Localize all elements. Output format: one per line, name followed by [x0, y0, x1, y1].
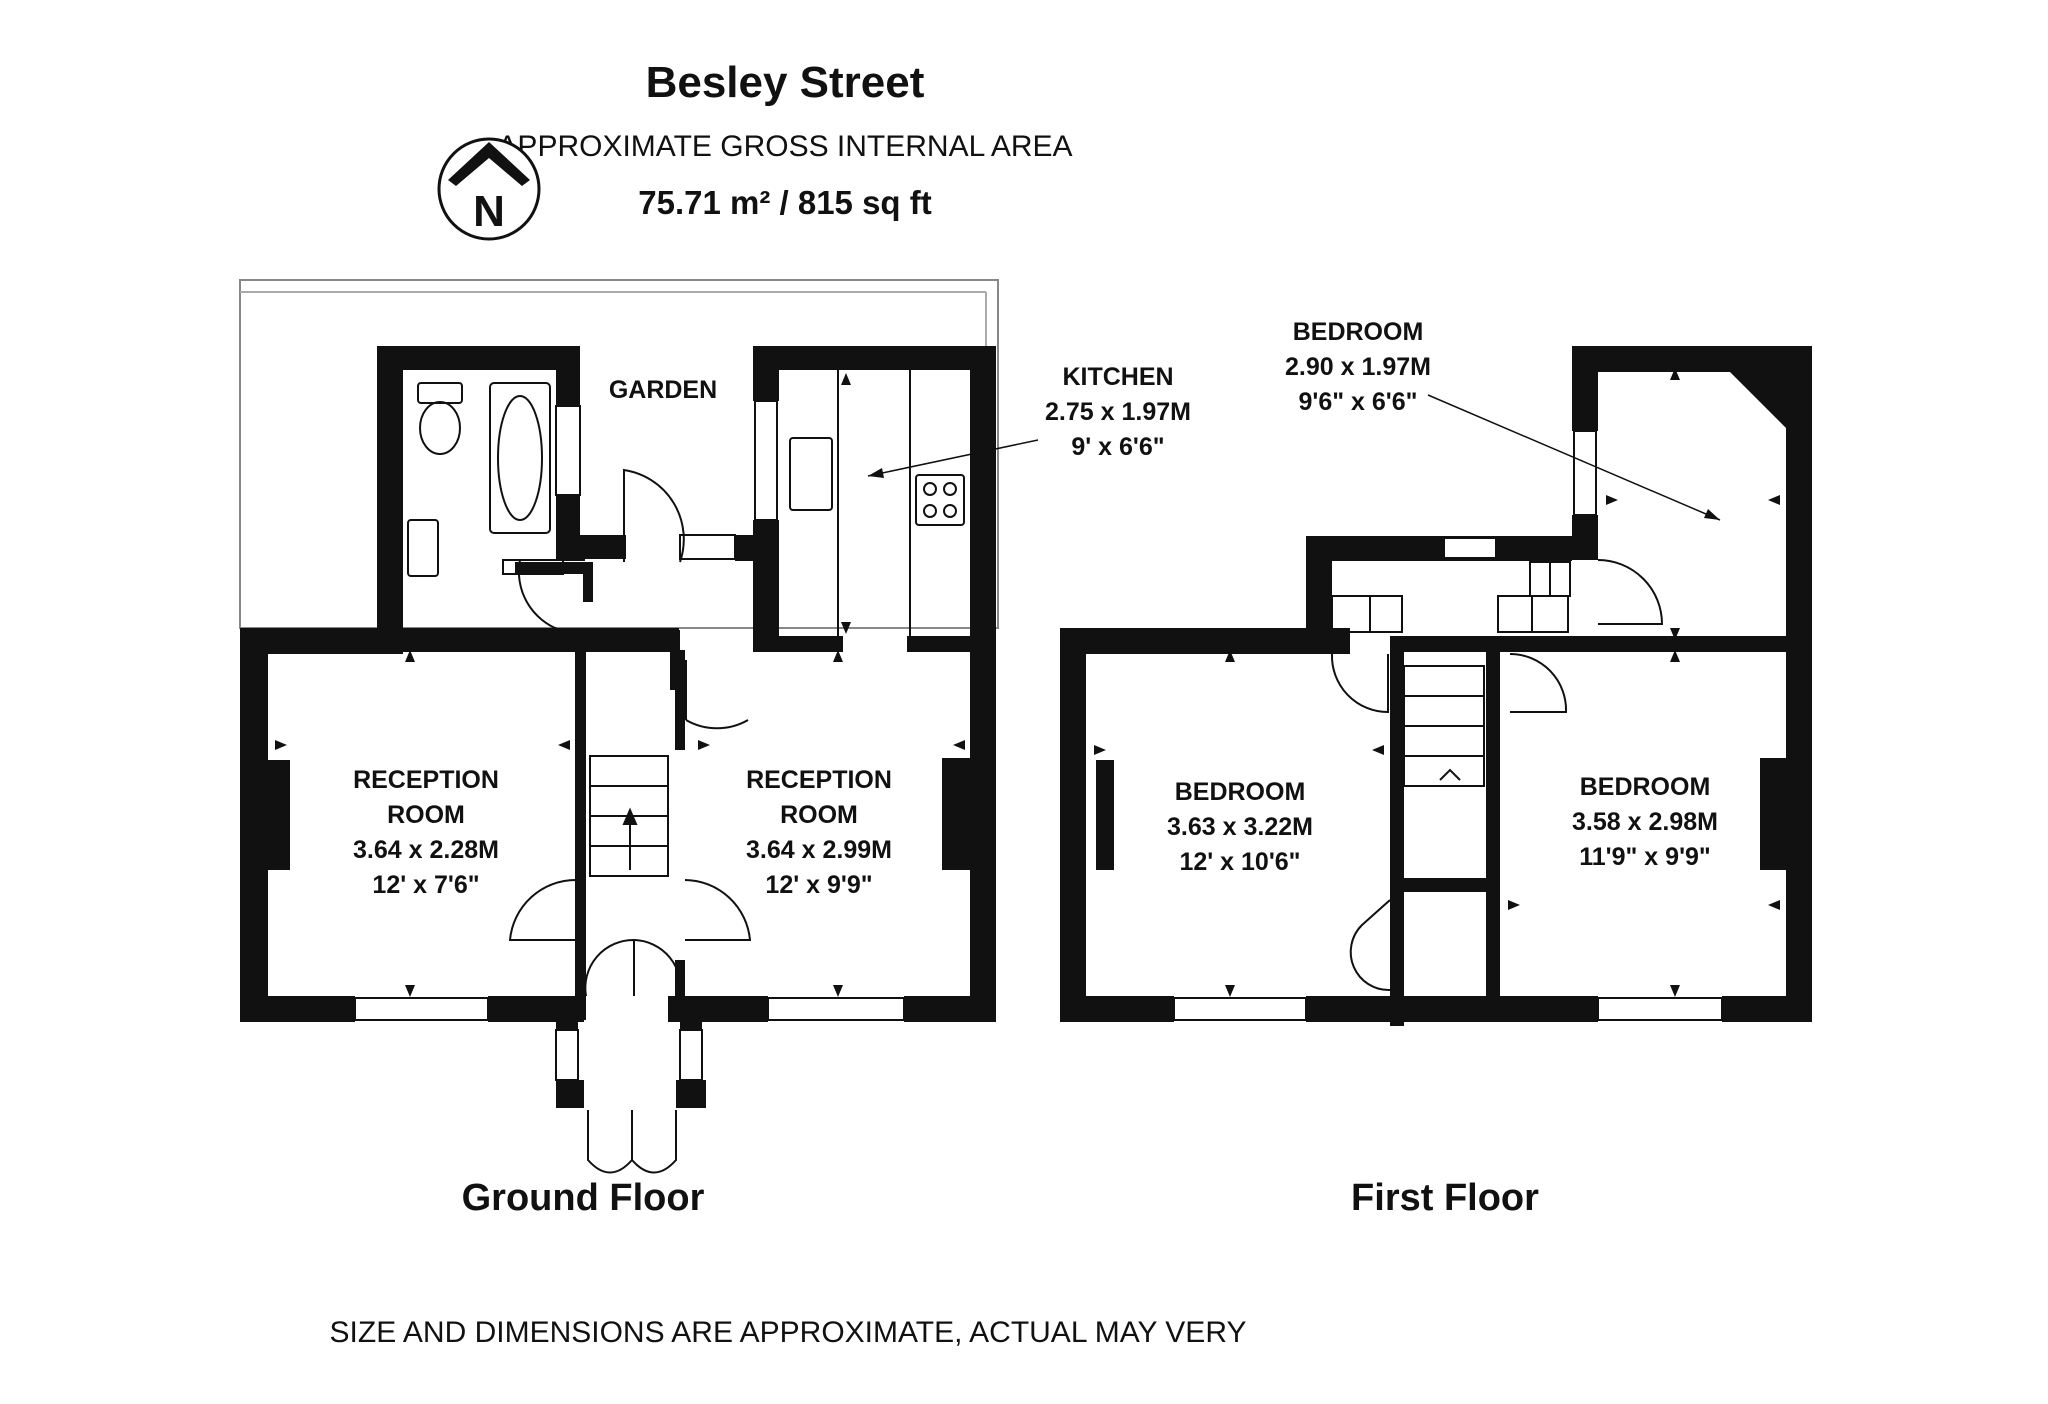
- bedroom-right-label: BEDROOM 3.58 x 2.98M 11'9" x 9'9": [1572, 773, 1718, 871]
- porch-door-right: [631, 1110, 677, 1174]
- bedroom-left-name: BEDROOM: [1175, 778, 1306, 806]
- bathroom-door: [517, 559, 585, 631]
- reception-right-name1: RECEPTION: [746, 766, 892, 794]
- page-title: Besley Street: [645, 58, 925, 107]
- bedroom-left-metric: 3.63 x 3.22M: [1167, 813, 1313, 841]
- compass: N: [437, 137, 541, 241]
- basin: [407, 519, 439, 577]
- garden-door: [623, 468, 685, 563]
- compass-letter: N: [473, 187, 505, 236]
- bedroom-right-imperial: 11'9" x 9'9": [1579, 843, 1711, 871]
- first-doors: [1330, 559, 1664, 992]
- kitchen-callout: KITCHEN 2.75 x 1.97M 9' x 6'6": [867, 363, 1191, 478]
- ground-stairs: [589, 755, 669, 877]
- first-walls: [1060, 346, 1812, 1026]
- first-stairs: [1331, 559, 1572, 787]
- kitchen-sink: [789, 437, 833, 511]
- kitchen-fixtures: [789, 370, 965, 636]
- ground-dimension-marks: [275, 373, 965, 997]
- north-arrow-icon: [448, 142, 530, 186]
- reception-left-imperial: 12' x 7'6": [372, 871, 479, 899]
- bedroom-left-imperial: 12' x 10'6": [1179, 848, 1300, 876]
- bedroom-right-metric: 3.58 x 2.98M: [1572, 808, 1718, 836]
- reception-left-door: [508, 878, 577, 941]
- porch-door-left: [587, 1110, 633, 1174]
- bedroom-top-door: [1597, 559, 1664, 625]
- ground-walls: [240, 346, 996, 1108]
- bathtub-basin: [497, 395, 543, 521]
- garden-boundary: [239, 279, 999, 629]
- kitchen-metric: 2.75 x 1.97M: [1045, 398, 1191, 426]
- ground-doors: [508, 468, 752, 1174]
- garden-label: GARDEN: [609, 376, 717, 404]
- bedroom-left-door: [1330, 653, 1389, 714]
- area-subtitle: APPROXIMATE GROSS INTERNAL AREA: [497, 130, 1073, 163]
- first-windows: [1173, 430, 1723, 1021]
- disclaimer-footer: SIZE AND DIMENSIONS ARE APPROXIMATE, ACT…: [330, 1316, 1247, 1349]
- area-value: 75.71 m² / 815 sq ft: [638, 184, 932, 221]
- reception-left-metric: 3.64 x 2.28M: [353, 836, 499, 864]
- reception-right-name2: ROOM: [780, 801, 858, 829]
- reception-right-label: RECEPTION ROOM 3.64 x 2.99M 12' x 9'9": [746, 766, 892, 899]
- bedroom-left-label: BEDROOM 3.63 x 3.22M 12' x 10'6": [1167, 778, 1313, 876]
- kitchen-imperial: 9' x 6'6": [1071, 433, 1164, 461]
- reception-right-door: [684, 879, 752, 941]
- reception-left-name2: ROOM: [387, 801, 465, 829]
- first-floor-label: First Floor: [1351, 1177, 1539, 1219]
- bathtub: [489, 382, 551, 534]
- reception-right-imperial: 12' x 9'9": [765, 871, 872, 899]
- ground-floor-label: Ground Floor: [462, 1177, 705, 1219]
- bedroom-top-imperial: 9'6" x 6'6": [1298, 388, 1417, 416]
- bedroom-top-name: BEDROOM: [1293, 318, 1424, 346]
- kitchen-name: KITCHEN: [1062, 363, 1173, 391]
- bedroom-top-callout: BEDROOM 2.90 x 1.97M 9'6" x 6'6": [1285, 318, 1721, 521]
- hob: [915, 474, 965, 526]
- ground-windows: [354, 400, 905, 1081]
- kitchen-hall-door: [685, 660, 749, 730]
- bathroom-fixtures: [407, 382, 564, 577]
- compass-circle: [437, 137, 541, 241]
- bedroom-top-metric: 2.90 x 1.97M: [1285, 353, 1431, 381]
- bedroom-right-name: BEDROOM: [1580, 773, 1711, 801]
- toilet-bowl: [419, 401, 461, 455]
- front-door-right: [633, 939, 682, 997]
- reception-left-name1: RECEPTION: [353, 766, 499, 794]
- cupboard-door: [1349, 899, 1391, 992]
- toilet-cistern: [417, 382, 463, 404]
- ground-floor-plan: GARDEN KITCHEN 2.75 x 1.97M 9' x 6'6" RE…: [239, 279, 1191, 1219]
- front-door-left: [584, 938, 635, 997]
- first-dimension-marks: [1094, 368, 1780, 997]
- reception-left-label: RECEPTION ROOM 3.64 x 2.28M 12' x 7'6": [353, 766, 499, 899]
- bedroom-right-door: [1509, 653, 1568, 713]
- reception-right-metric: 3.64 x 2.99M: [746, 836, 892, 864]
- first-floor-plan: BEDROOM 2.90 x 1.97M 9'6" x 6'6" BEDROOM…: [1060, 318, 1812, 1219]
